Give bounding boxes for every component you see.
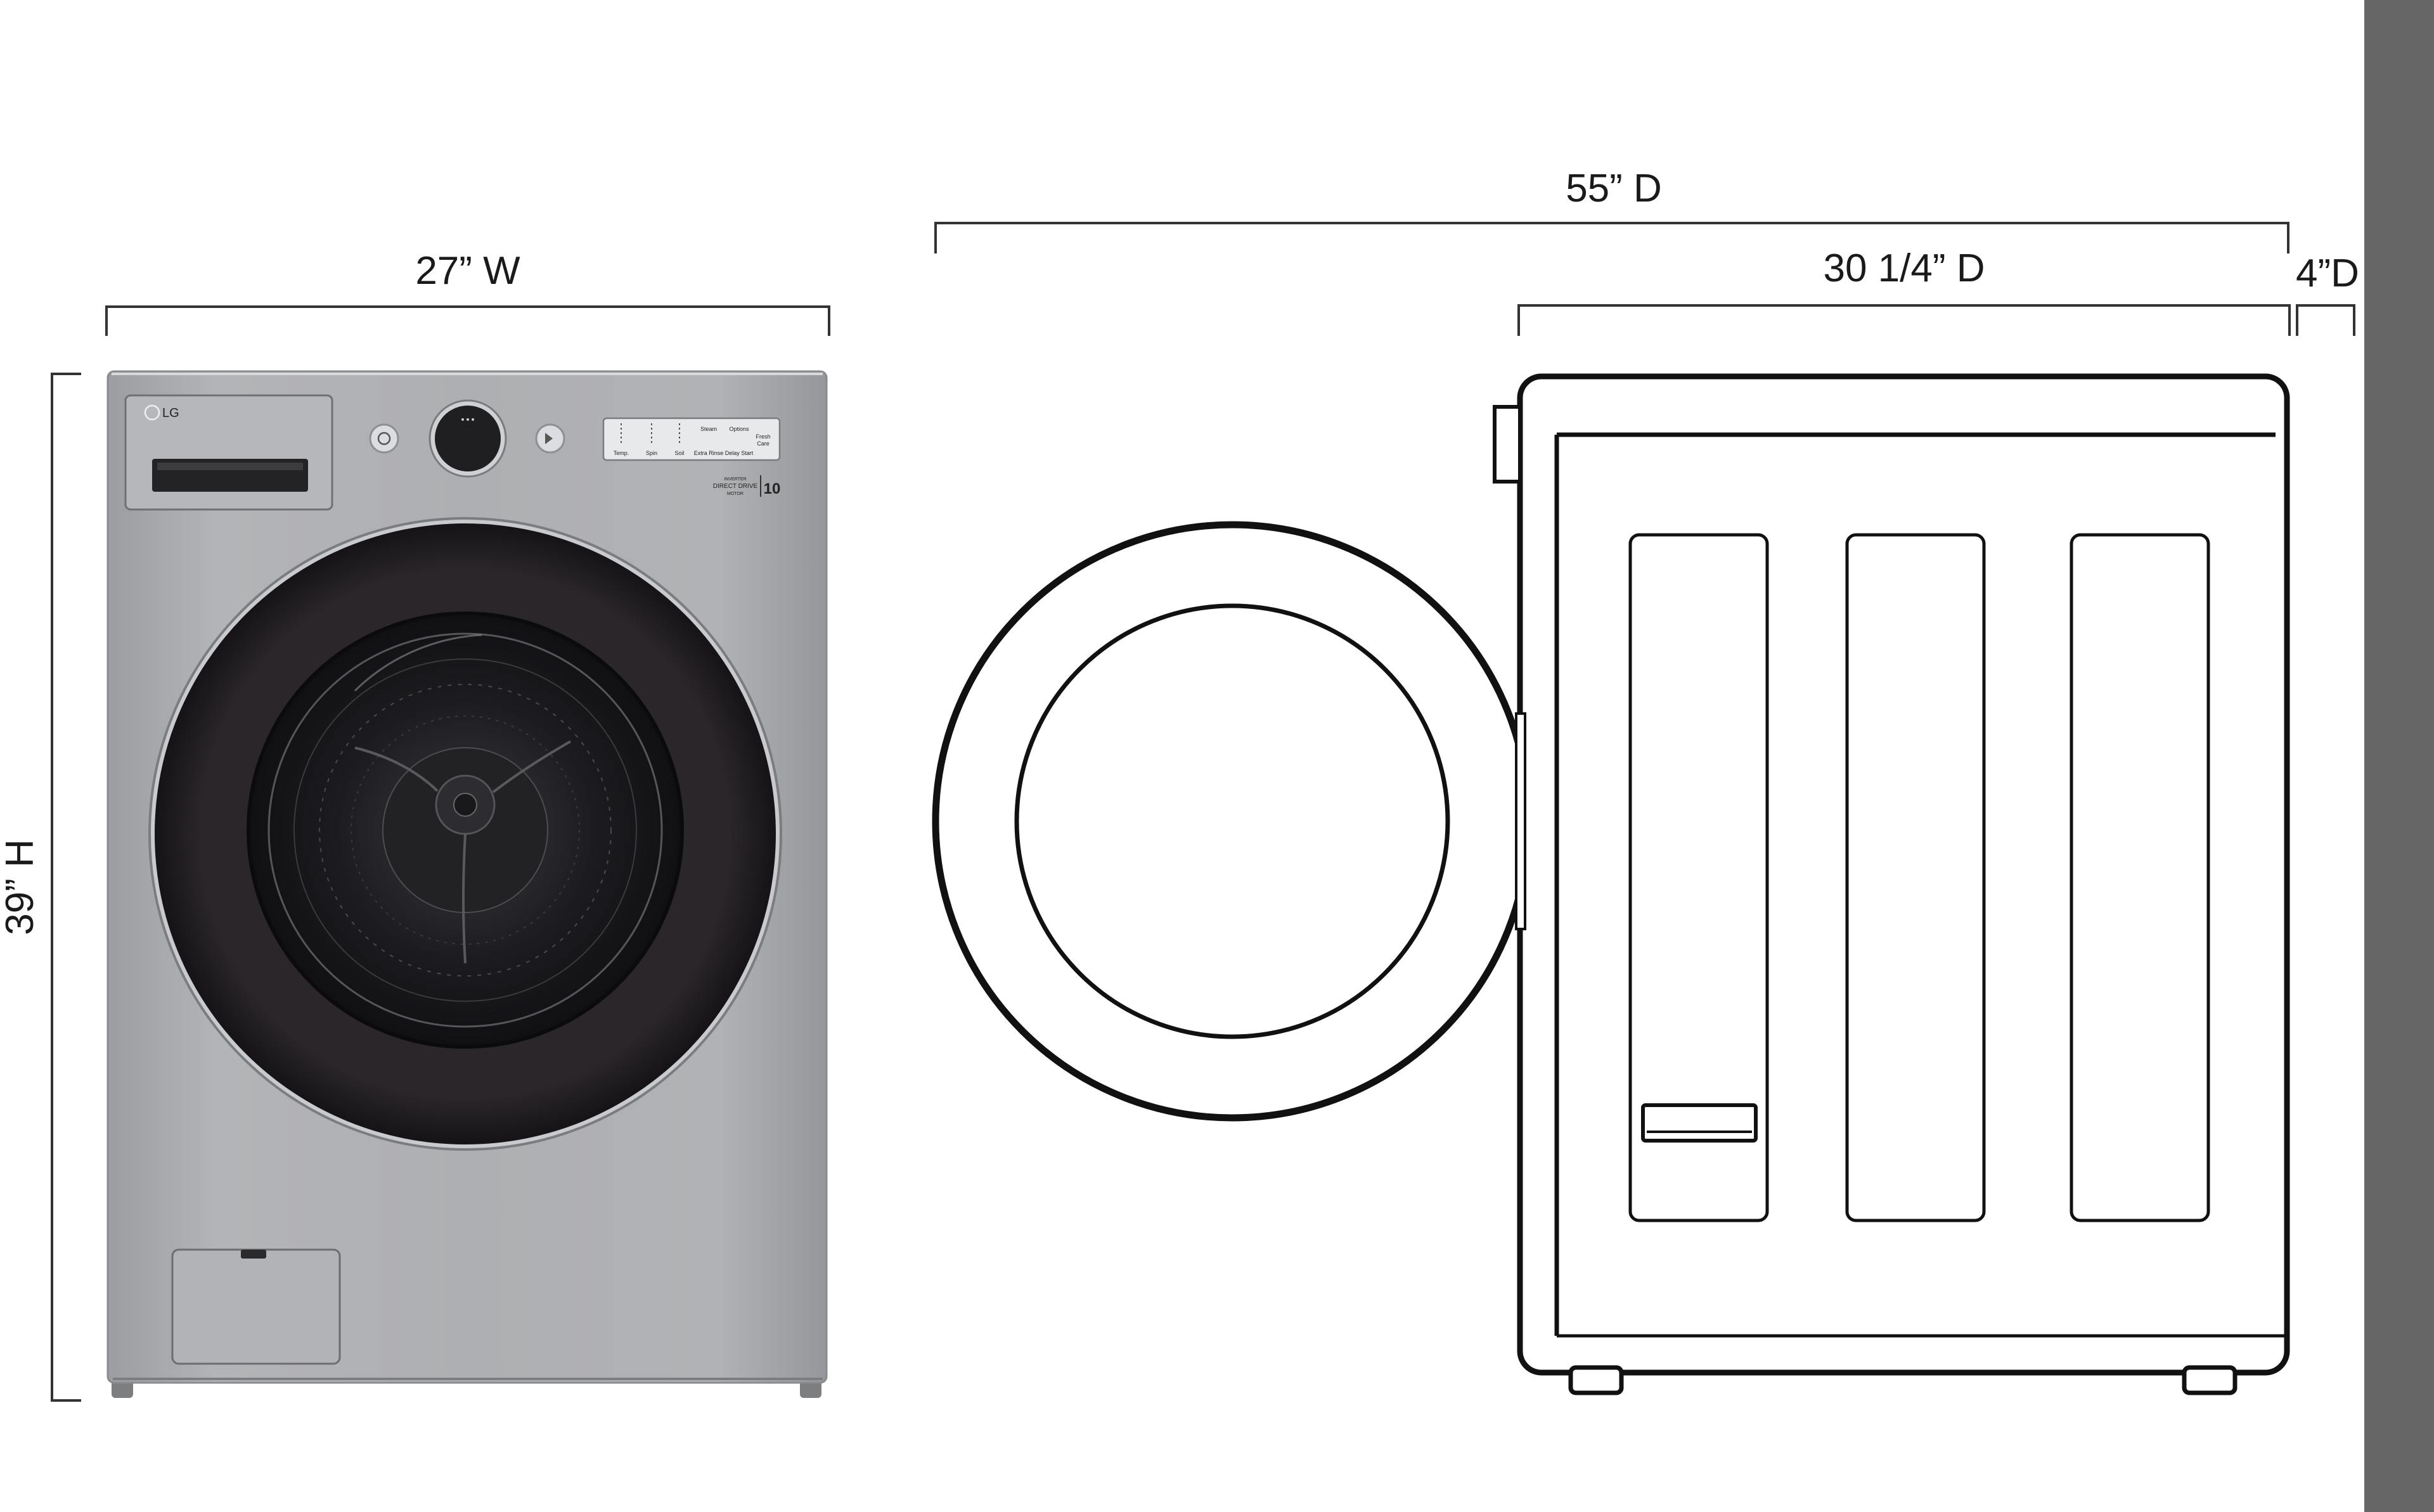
lg-logo: LG [162, 406, 179, 420]
dimension-total-depth: 55” D [934, 167, 2289, 253]
power-icon [377, 432, 391, 445]
door-hinge [1515, 712, 1526, 930]
height-label: 39” H [0, 839, 42, 935]
dial-subtitle-1: Mixed loads and [449, 440, 486, 446]
drum-lifter-3 [462, 833, 467, 964]
detergent-drawer: LG [124, 394, 333, 511]
badge-line-2: DIRECT DRIVE [713, 483, 758, 490]
dial-subtitle-2: cotton or linen fabrics [444, 447, 492, 453]
open-door-glass-outline [1014, 603, 1450, 1039]
power-button [369, 423, 399, 454]
opt-fresh-care-2: Care [757, 440, 769, 447]
opt-soil: Soil [674, 450, 684, 456]
opt-steam: Steam [700, 426, 717, 432]
side-control-bump [1493, 405, 1522, 484]
side-panel-3 [2070, 533, 2210, 1222]
badge-years: 10 [764, 480, 781, 497]
opt-delay-start: Delay Start [725, 450, 754, 456]
side-panel-1 [1628, 533, 1769, 1222]
opt-temp: Temp. [614, 450, 629, 456]
direct-drive-badge: INVERTER DIRECT DRIVE MOTOR 10 [713, 475, 781, 497]
badge-line-3: MOTOR [727, 492, 744, 496]
rear-depth-label: 4”D [2296, 252, 2359, 295]
width-label: 27” W [415, 249, 520, 293]
opt-fresh-care-1: Fresh [756, 433, 770, 440]
badge-line-1: INVERTER [724, 477, 746, 482]
side-foot-front [1568, 1365, 1624, 1395]
drum-lifter-1 [354, 746, 439, 792]
door [148, 517, 782, 1151]
side-foot-rear [2182, 1365, 2238, 1395]
dial-title: Normal [453, 426, 483, 437]
open-door-outline [932, 521, 1533, 1122]
side-body-outline [1517, 373, 2290, 1376]
start-pause-button [535, 423, 565, 454]
side-handle-slot [1641, 1103, 1758, 1143]
washer-front-view: LG Normal Mixed loads and cotton or line… [106, 370, 828, 1398]
total-depth-label: 55” D [1566, 167, 1662, 210]
drum-perforations [319, 684, 612, 977]
body-depth-label: 30 1/4” D [1823, 247, 1985, 290]
side-panel-2 [1845, 533, 1986, 1222]
opt-spin: Spin [646, 450, 657, 456]
drum-rim [267, 632, 663, 1028]
washer-side-view [932, 373, 2290, 1395]
wall [2364, 0, 2434, 1512]
option-display-panel: Temp. Spin Soil Steam Options Fresh Care… [602, 417, 781, 461]
dimension-rear-depth: 4”D [2296, 252, 2359, 336]
opt-extra-rinse: Extra Rinse [694, 450, 724, 456]
filter-service-panel [171, 1248, 341, 1365]
opt-options: Options [729, 426, 749, 432]
cycle-dial: Normal Mixed loads and cotton or linen f… [428, 399, 507, 478]
play-pause-icon [545, 433, 553, 444]
dimension-width: 27” W [105, 249, 830, 336]
dimension-height: 39” H [0, 373, 81, 1402]
dimension-body-depth: 30 1/4” D [1517, 247, 2291, 336]
drum-lifter-2 [492, 740, 571, 793]
lg-logo-icon [144, 404, 160, 421]
